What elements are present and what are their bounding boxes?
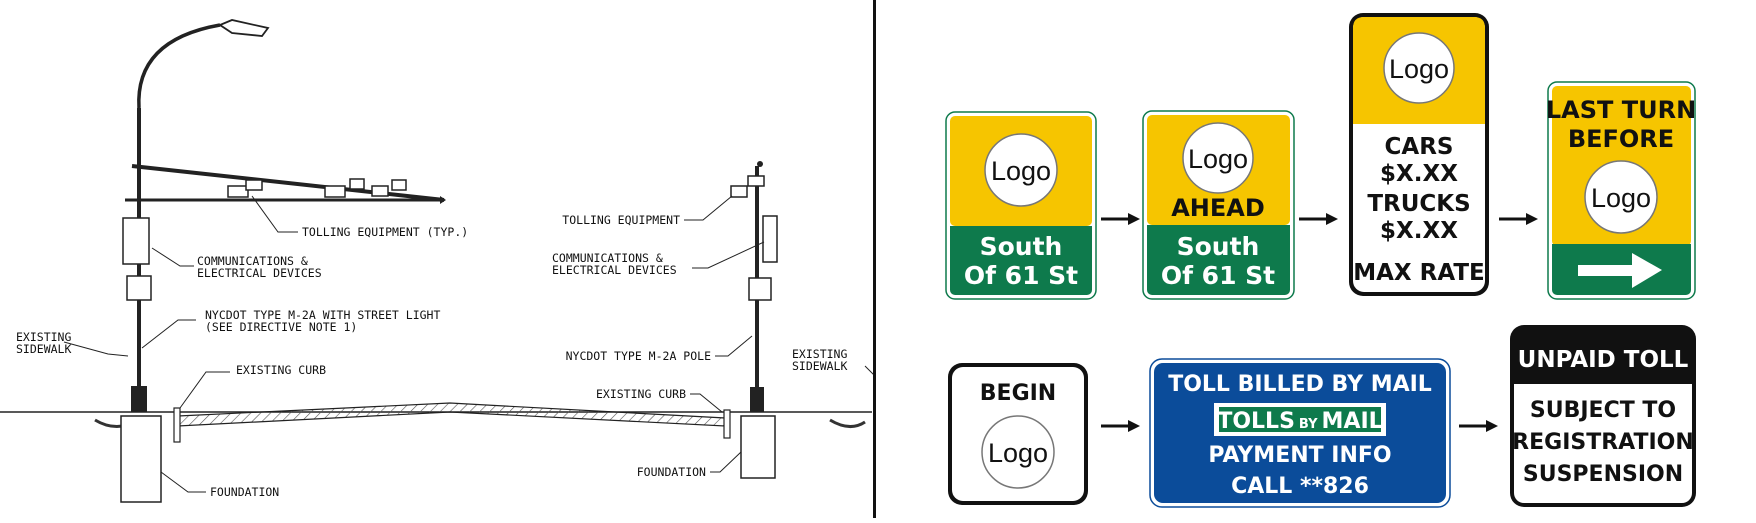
right-leader-lines xyxy=(684,195,876,473)
sign-call-number: CALL **826 xyxy=(1231,474,1369,499)
label-electrical-right: ELECTRICAL DEVICES xyxy=(552,263,677,277)
tolls-by-mail-badge: TOLLS BY MAIL xyxy=(1214,403,1386,436)
mast-arm xyxy=(131,164,445,202)
sign-begin-title: BEGIN xyxy=(980,381,1056,406)
sign-subject-to: SUBJECT TO xyxy=(1530,398,1676,423)
tolling-device-icon xyxy=(245,179,263,191)
logo-placeholder-icon xyxy=(984,133,1058,207)
sign-before: BEFORE xyxy=(1568,125,1674,153)
label-comms-right: COMMUNICATIONS & xyxy=(552,251,663,265)
engineering-drawing: TOLLING EQUIPMENT (TYP.) COMMUNICATIONS … xyxy=(0,19,876,503)
label-pole-type: NYCDOT TYPE M-2A WITH STREET LIGHT xyxy=(205,308,440,322)
left-leader-lines xyxy=(63,195,298,493)
label-existing-sidewalk: EXISTING xyxy=(16,330,71,344)
sign-line-1: South xyxy=(1177,232,1260,261)
sign-unpaid-header: UNPAID TOLL xyxy=(1518,347,1689,373)
label-existing-sidewalk-right: EXISTING xyxy=(792,347,847,361)
sign-payment-info: PAYMENT INFO xyxy=(1208,443,1391,468)
tolling-device-icon xyxy=(371,185,389,197)
left-pole-structure xyxy=(120,19,446,503)
arrow-right-icon xyxy=(1299,213,1338,225)
label-foundation: FOUNDATION xyxy=(210,485,279,499)
label-existing-curb-right: EXISTING CURB xyxy=(596,387,686,401)
left-pole-base xyxy=(131,386,147,412)
road-surface xyxy=(177,402,726,427)
label-tolling-equipment: TOLLING EQUIPMENT xyxy=(562,213,680,227)
logo-placeholder-icon xyxy=(1383,32,1455,104)
sign-ahead-south-of-61st: Logo AHEAD South Of 61 St xyxy=(1142,110,1295,300)
soil-mark xyxy=(829,418,866,428)
label-comms: COMMUNICATIONS & xyxy=(197,254,308,268)
label-tolling-equipment-typ: TOLLING EQUIPMENT (TYP.) xyxy=(302,225,468,239)
sign-toll-billed: TOLL BILLED BY MAIL xyxy=(1168,372,1432,397)
tolling-device-icon xyxy=(324,185,346,198)
street-light-icon xyxy=(218,19,270,37)
sign-south-of-61st: Logo South Of 61 St xyxy=(945,111,1097,300)
street-light-arm xyxy=(137,23,221,109)
sign-max-rate: MAX RATE xyxy=(1353,260,1485,286)
sign-cars-rate: $X.XX xyxy=(1380,161,1458,187)
mast-arm-end xyxy=(440,196,446,204)
sign-last-turn-before: LAST TURN BEFORE Logo xyxy=(1546,81,1696,300)
sign-logo-text: Logo xyxy=(1389,54,1449,84)
sign-ahead: AHEAD xyxy=(1171,194,1265,222)
label-foundation-right: FOUNDATION xyxy=(637,465,706,479)
badge-mail: MAIL xyxy=(1322,409,1383,434)
sign-sequence: Logo South Of 61 St Logo AHEAD South Of … xyxy=(945,13,1696,508)
label-existing-curb: EXISTING CURB xyxy=(236,363,326,377)
tolling-device-icon xyxy=(730,185,748,198)
left-foundation xyxy=(120,415,162,503)
right-pole-structure xyxy=(723,161,778,479)
label-electrical: ELECTRICAL DEVICES xyxy=(197,266,322,280)
arrow-right-icon xyxy=(1499,213,1538,225)
left-comms-box xyxy=(122,217,150,265)
sign-line-2: Of 61 St xyxy=(1161,261,1275,290)
badge-tolls: TOLLS xyxy=(1217,409,1295,434)
logo-placeholder-icon xyxy=(1584,160,1658,234)
label-pole-type-right: NYCDOT TYPE M-2A POLE xyxy=(566,349,711,363)
tolling-device-icon xyxy=(227,185,249,198)
right-pole-base xyxy=(750,387,764,412)
right-foundation xyxy=(740,415,776,479)
label-sidewalk-right: SIDEWALK xyxy=(792,359,847,373)
sign-toll-billed-by-mail: TOLL BILLED BY MAIL TOLLS BY MAIL PAYMENT … xyxy=(1149,358,1451,508)
pole-cap xyxy=(757,161,763,167)
sign-rates: Logo CARS $X.XX TRUCKS $X.XX MAX RATE xyxy=(1349,13,1489,296)
tolling-device-icon xyxy=(349,178,365,190)
sign-cars: CARS xyxy=(1385,134,1454,160)
left-electrical-box xyxy=(126,275,152,301)
logo-placeholder-icon xyxy=(981,415,1055,489)
arrow-right-icon xyxy=(1459,420,1498,432)
panel-divider xyxy=(873,0,876,518)
label-sidewalk: SIDEWALK xyxy=(16,342,71,356)
sign-logo-text: Logo xyxy=(988,438,1048,468)
sign-line-1: South xyxy=(980,232,1063,261)
left-curb xyxy=(173,407,181,443)
right-electrical-box xyxy=(748,277,772,301)
sign-line-2: Of 61 St xyxy=(964,261,1078,290)
sign-trucks: TRUCKS xyxy=(1367,191,1470,217)
right-curb xyxy=(723,409,731,439)
sign-logo-text: Logo xyxy=(1188,144,1248,174)
sign-logo-text: Logo xyxy=(991,156,1051,186)
tolling-device-icon xyxy=(391,179,407,191)
tolling-device-icon xyxy=(747,175,765,187)
sign-logo-text: Logo xyxy=(1591,183,1651,213)
sign-last-turn: LAST TURN xyxy=(1546,96,1696,124)
sign-trucks-rate: $X.XX xyxy=(1380,218,1458,244)
logo-placeholder-icon xyxy=(1182,122,1254,194)
arrow-right-icon xyxy=(1101,420,1140,432)
sign-begin: BEGIN Logo xyxy=(948,363,1088,505)
arrow-right-icon xyxy=(1578,253,1662,288)
label-directive-note: (SEE DIRECTIVE NOTE 1) xyxy=(205,320,357,334)
sign-registration: REGISTRATION xyxy=(1512,430,1694,455)
sign-unpaid-toll: UNPAID TOLL SUBJECT TO REGISTRATION SUSP… xyxy=(1510,325,1696,507)
arrow-right-icon xyxy=(1101,213,1140,225)
badge-by: BY xyxy=(1299,417,1318,432)
right-comms-box xyxy=(762,215,778,263)
sign-suspension: SUSPENSION xyxy=(1523,462,1683,487)
